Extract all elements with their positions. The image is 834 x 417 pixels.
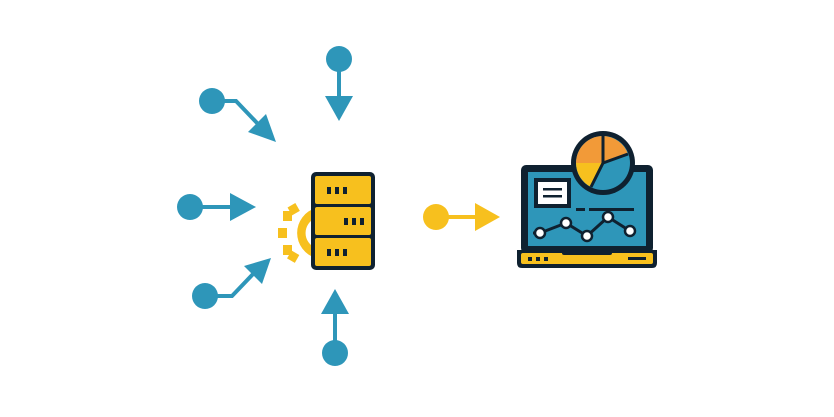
gear-icon	[278, 203, 316, 263]
input-arrow-upper-left	[199, 88, 276, 142]
document-panel-icon	[534, 178, 571, 208]
arrow-right-icon	[423, 203, 500, 231]
line-chart-icon	[533, 210, 637, 243]
server-rack	[311, 172, 375, 270]
input-arrow-lower-left	[192, 258, 271, 309]
screen-line-long	[589, 208, 634, 211]
screen-line-short	[576, 208, 585, 211]
laptop-analytics-icon	[517, 131, 657, 268]
input-arrow-left	[177, 193, 256, 221]
pie-chart-icon	[571, 131, 635, 195]
server-gear-icon	[278, 172, 375, 270]
input-arrow-bottom	[321, 289, 349, 366]
input-arrow-top	[325, 46, 353, 121]
laptop-base	[517, 250, 657, 268]
input-arrows	[177, 46, 353, 366]
